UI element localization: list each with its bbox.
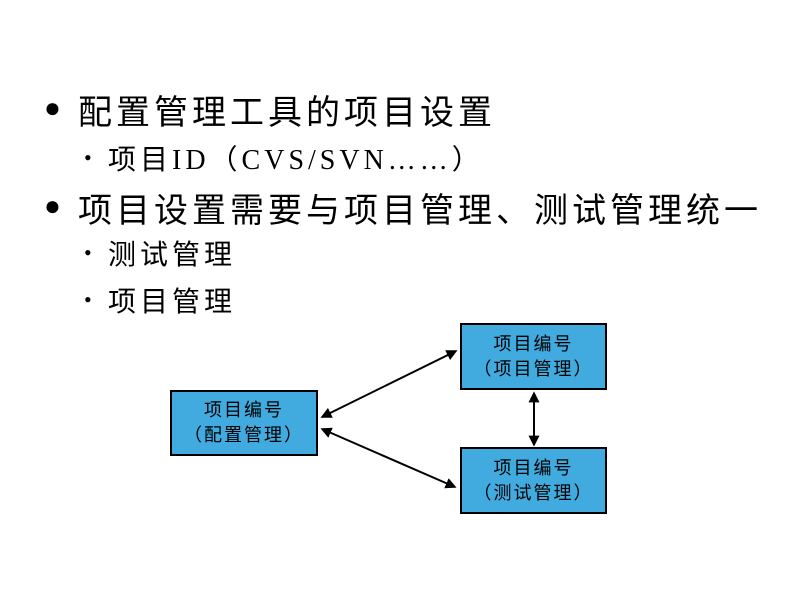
diagram-node-config-mgmt: 项目编号 （配置管理）: [170, 390, 318, 456]
node-subtitle: （测试管理）: [473, 482, 594, 503]
bullet-marker-icon: ●: [44, 191, 61, 222]
node-title: 项目编号: [493, 457, 574, 478]
bullet-text: 配置管理工具的项目设置: [78, 94, 496, 132]
bullet-item-unify: ● 项目设置需要与项目管理、测试管理统一: [44, 187, 762, 230]
sub-bullet-marker-icon: •: [84, 240, 92, 265]
sub-bullet-marker-icon: •: [84, 287, 92, 312]
bullet-item-config-tool: ● 配置管理工具的项目设置: [44, 89, 496, 132]
diagram-node-project-mgmt: 项目编号 （项目管理）: [460, 323, 607, 390]
arrow-config-project: [320, 350, 458, 418]
sub-bullet-text: 项目管理: [108, 287, 237, 318]
bullet-text: 项目设置需要与项目管理、测试管理统一: [78, 192, 762, 230]
bullet-marker-icon: ●: [44, 93, 61, 124]
arrow-config-test: [320, 427, 457, 489]
node-subtitle: （项目管理）: [473, 358, 594, 379]
node-title: 项目编号: [204, 400, 284, 420]
sub-bullet-item-project-id: • 项目ID（CVS/SVN……）: [84, 140, 484, 176]
sub-bullet-marker-icon: •: [84, 145, 92, 170]
sub-bullet-item-test-mgmt: • 测试管理: [84, 235, 236, 271]
node-subtitle: （配置管理）: [184, 425, 304, 445]
node-title: 项目编号: [493, 333, 574, 354]
sub-bullet-text: 项目ID（CVS/SVN……）: [108, 145, 484, 176]
sub-bullet-item-project-mgmt: • 项目管理: [84, 282, 236, 318]
sub-bullet-text: 测试管理: [108, 240, 237, 271]
diagram-node-test-mgmt: 项目编号 （测试管理）: [460, 447, 607, 514]
